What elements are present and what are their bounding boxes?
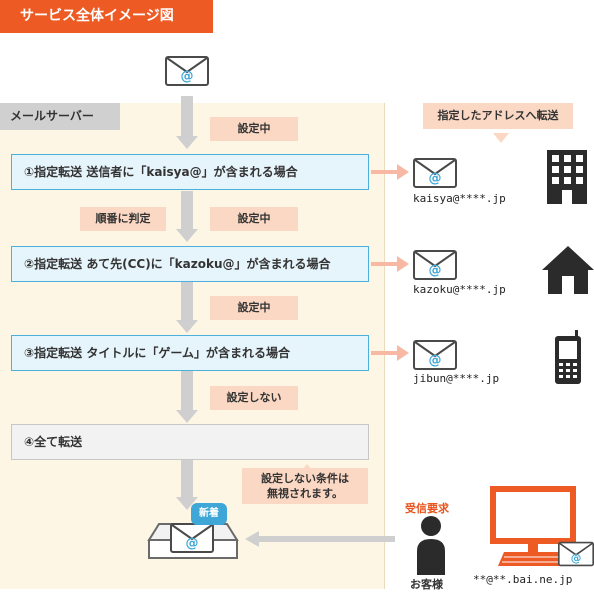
ignore-note-bubble: 設定しない条件は 無視されます。 bbox=[242, 468, 368, 504]
return-arrow-icon bbox=[245, 531, 395, 551]
flow-line bbox=[181, 280, 193, 320]
status-tag-set: 設定中 bbox=[210, 207, 298, 231]
svg-text:@: @ bbox=[181, 69, 194, 84]
status-tag-set: 設定中 bbox=[210, 296, 298, 320]
mail-envelope-icon: @ bbox=[558, 541, 594, 567]
flow-line bbox=[181, 191, 193, 229]
receive-request-label: 受信要求 bbox=[405, 502, 449, 515]
forward-address-3: jibun@****.jp bbox=[413, 372, 500, 385]
flow-line bbox=[181, 96, 193, 136]
mail-envelope-icon: @ bbox=[165, 56, 209, 86]
mail-envelope-icon: @ bbox=[413, 158, 457, 188]
new-mail-badge: 新着 bbox=[191, 503, 227, 525]
status-tag-not-set: 設定しない bbox=[210, 386, 298, 410]
forward-rule-2: ②指定転送 あて先(CC)に「kazoku@」が含まれる場合 bbox=[11, 246, 369, 282]
svg-text:@: @ bbox=[429, 171, 442, 186]
forward-arrow-icon bbox=[371, 256, 409, 276]
customer-address: **@**.bai.ne.jp bbox=[473, 573, 573, 586]
svg-text:@: @ bbox=[571, 551, 582, 564]
forward-address-1: kaisya@****.jp bbox=[413, 192, 506, 205]
order-check-tag: 順番に判定 bbox=[80, 207, 166, 231]
forward-address-2: kazoku@****.jp bbox=[413, 283, 506, 296]
flow-line bbox=[181, 459, 193, 497]
computer-monitor-icon bbox=[490, 486, 580, 568]
forward-destination-bubble: 指定したアドレスへ転送 bbox=[423, 103, 573, 129]
person-icon bbox=[415, 515, 447, 575]
forward-arrow-icon bbox=[371, 345, 409, 365]
forward-rule-1: ①指定転送 送信者に「kaisya@」が含まれる場合 bbox=[11, 154, 369, 190]
mail-envelope-icon: @ bbox=[413, 250, 457, 280]
flow-arrow-icon bbox=[176, 409, 198, 428]
forward-arrow-icon bbox=[371, 164, 409, 184]
mail-server-label: メールサーバー bbox=[0, 103, 120, 130]
customer-label: お客様 bbox=[410, 578, 443, 591]
mail-envelope-icon: @ bbox=[413, 340, 457, 370]
new-mail-envelope-icon: @ bbox=[170, 523, 214, 553]
ignore-note-line2: 無視されます。 bbox=[267, 487, 343, 500]
bubble-tail bbox=[493, 128, 509, 147]
status-tag-set: 設定中 bbox=[210, 117, 298, 141]
mobile-phone-icon bbox=[553, 330, 583, 384]
forward-rule-all: ④全て転送 bbox=[11, 424, 369, 460]
svg-text:@: @ bbox=[429, 263, 442, 278]
ignore-note-line1: 設定しない条件は bbox=[261, 472, 349, 485]
svg-text:@: @ bbox=[186, 536, 199, 551]
flow-arrow-icon bbox=[176, 135, 198, 154]
flow-arrow-icon bbox=[176, 319, 198, 338]
flow-arrow-icon bbox=[176, 228, 198, 247]
page-title: サービス全体イメージ図 bbox=[0, 0, 213, 33]
forward-rule-3: ③指定転送 タイトルに「ゲーム」が含まれる場合 bbox=[11, 335, 369, 371]
svg-text:@: @ bbox=[429, 353, 442, 368]
home-icon bbox=[542, 246, 594, 294]
flow-arrow-icon bbox=[176, 496, 198, 515]
office-building-icon bbox=[543, 150, 591, 204]
flow-line bbox=[181, 370, 193, 410]
